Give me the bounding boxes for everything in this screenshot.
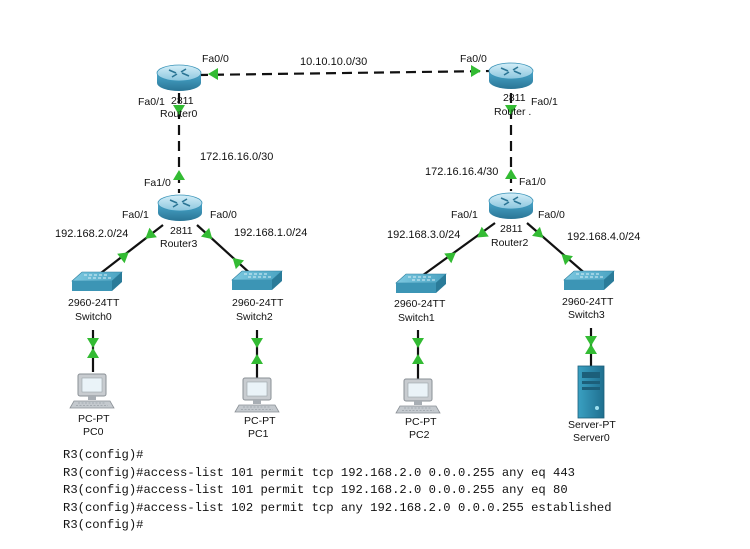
device-name-label: Router3: [160, 238, 198, 250]
switch0[interactable]: [71, 271, 123, 292]
link-up-indicator: [251, 338, 263, 348]
device-model-label: PC-PT: [405, 416, 437, 428]
network-label-router2-switch1: 192.168.3.0/24: [387, 229, 460, 241]
device-name-label: Router2: [491, 237, 529, 249]
link-up-indicator: [585, 344, 597, 354]
network-label-router0-router3: 172.16.16.0/30: [200, 151, 273, 163]
port-label: Fa0/1: [138, 96, 165, 108]
network-label-router2-switch3: 192.168.4.0/24: [567, 231, 640, 243]
port-label: Fa0/0: [538, 209, 565, 221]
link-up-indicator: [208, 68, 218, 80]
device-name-label: Server0: [573, 432, 610, 444]
device-name-label: Router0: [160, 108, 198, 120]
device-model-label: 2960-24TT: [394, 298, 446, 310]
link-up-indicator: [251, 354, 263, 364]
link-up-indicator: [412, 338, 424, 348]
router-icon: [157, 194, 203, 222]
network-label-wan: 10.10.10.0/30: [300, 56, 367, 68]
device-model-label: 2811: [170, 225, 193, 237]
port-label: Fa0/0: [210, 209, 237, 221]
router-icon: [488, 192, 534, 220]
device-model-label: 2960-24TT: [232, 297, 284, 309]
cli-output: R3(config)# R3(config)#access-list 101 p…: [63, 447, 612, 535]
device-model-label: 2960-24TT: [68, 297, 120, 309]
device-name-label: Switch0: [75, 311, 112, 323]
pc-icon: [234, 377, 280, 413]
router0[interactable]: [156, 64, 202, 92]
port-label: Fa0/0: [460, 53, 487, 65]
pc2[interactable]: [395, 378, 441, 414]
network-label-router1-router2: 172.16.16.4/30: [425, 166, 498, 178]
switch-icon: [71, 271, 123, 292]
link-up-indicator: [87, 338, 99, 348]
device-model-label: Server-PT: [568, 419, 616, 431]
server0[interactable]: [577, 365, 605, 419]
device-name-label: Switch1: [398, 312, 435, 324]
router-icon: [488, 62, 534, 90]
cli-line: R3(config)#access-list 102 permit tcp an…: [63, 500, 612, 515]
device-name-label: Switch2: [236, 311, 273, 323]
switch-icon: [563, 270, 615, 291]
server-icon: [577, 365, 605, 419]
device-model-label: 2811: [500, 223, 523, 235]
link-up-indicator: [173, 170, 185, 180]
device-name-label: Switch3: [568, 309, 605, 321]
cli-line: R3(config)#: [63, 518, 144, 533]
link-up-indicator: [87, 348, 99, 358]
device-name-label: PC0: [83, 426, 104, 438]
link-router0-router1[interactable]: [197, 69, 493, 77]
link-up-indicator: [505, 169, 517, 179]
link-up-indicator: [412, 354, 424, 364]
port-label: Fa1/0: [144, 177, 171, 189]
switch2[interactable]: [231, 270, 283, 291]
device-model-label: 2960-24TT: [562, 296, 614, 308]
device-name-label: Router .: [494, 106, 531, 118]
network-label-router3-switch0: 192.168.2.0/24: [55, 228, 128, 240]
device-model-label: PC-PT: [78, 413, 110, 425]
router1[interactable]: [488, 62, 534, 90]
pc1[interactable]: [234, 377, 280, 413]
switch-icon: [395, 273, 447, 294]
cli-line: R3(config)#access-list 101 permit tcp 19…: [63, 465, 575, 480]
device-model-label: 2811: [171, 95, 194, 107]
device-name-label: PC2: [409, 429, 430, 441]
device-name-label: PC1: [248, 428, 269, 440]
port-label: Fa1/0: [519, 176, 546, 188]
switch-icon: [231, 270, 283, 291]
port-label: Fa0/1: [531, 96, 558, 108]
cli-line: R3(config)#access-list 101 permit tcp 19…: [63, 483, 568, 498]
router3[interactable]: [157, 194, 203, 222]
port-label: Fa0/1: [451, 209, 478, 221]
device-model-label: 2811: [503, 92, 526, 104]
port-label: Fa0/1: [122, 209, 149, 221]
link-up-indicator: [471, 65, 481, 77]
switch3[interactable]: [563, 270, 615, 291]
device-model-label: PC-PT: [244, 415, 276, 427]
router-icon: [156, 64, 202, 92]
pc-icon: [69, 373, 115, 409]
pc-icon: [395, 378, 441, 414]
switch1[interactable]: [395, 273, 447, 294]
router2[interactable]: [488, 192, 534, 220]
cli-line: R3(config)#: [63, 448, 144, 462]
port-label: Fa0/0: [202, 53, 229, 65]
pc0[interactable]: [69, 373, 115, 409]
network-label-router3-switch2: 192.168.1.0/24: [234, 227, 307, 239]
